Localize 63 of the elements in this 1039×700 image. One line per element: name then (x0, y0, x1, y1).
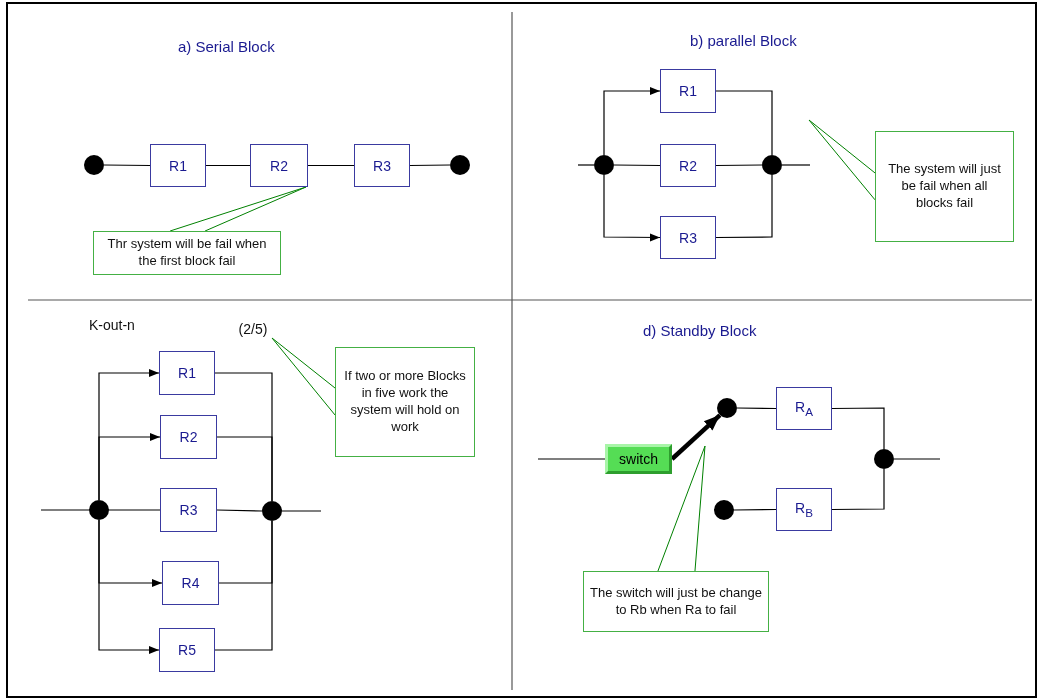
connector-line (108, 509, 161, 511)
connector-line (281, 510, 322, 512)
switch-block: switch (605, 444, 672, 474)
arrow (603, 174, 661, 242)
junction-dot (594, 155, 614, 175)
connector-line (205, 164, 251, 167)
connector-line (733, 508, 777, 511)
callout-box: Thr system will be fail when the first block fail (93, 231, 281, 275)
reliability-block: R1 (150, 144, 206, 187)
connector-line (715, 164, 763, 167)
callout-pointer (657, 445, 706, 572)
connector-line (613, 164, 661, 167)
reliability-block: R3 (660, 216, 716, 259)
callout-pointer (169, 186, 307, 232)
arrow (603, 87, 661, 156)
reliability-block: R$_{A}$ (776, 387, 832, 430)
callout-box: The system will just be fail when all blocks fail (875, 131, 1014, 242)
reliability-block: R$_{B}$ (776, 488, 832, 531)
connector-line (831, 407, 885, 450)
connector-line (781, 164, 811, 166)
connector-line (715, 174, 773, 239)
junction-dot (762, 155, 782, 175)
reliability-block: R4 (162, 561, 219, 605)
junction-dot (717, 398, 737, 418)
connector-line (40, 509, 90, 511)
connector-line (537, 458, 606, 460)
connector-line (216, 436, 273, 502)
connector-line (715, 90, 773, 156)
connector-line (103, 164, 151, 167)
connector-line (307, 164, 355, 167)
reliability-block: R2 (160, 415, 217, 459)
callout-box: If two or more Blocks in five work the system will hold on work (335, 347, 475, 457)
reliability-block: R1 (159, 351, 215, 395)
callout-box: The switch will just be change to Rb when Ra to fail (583, 571, 769, 632)
reliability-block: R1 (660, 69, 716, 113)
section-label: K-out-n (89, 317, 135, 333)
connector-line (577, 164, 595, 166)
junction-dot (262, 501, 282, 521)
section-title: d) Standby Block (643, 322, 757, 339)
reliability-block: R2 (660, 144, 716, 187)
callout-pointer (271, 337, 336, 416)
junction-dot (84, 155, 104, 175)
ratio-text: (2/5) (234, 319, 272, 338)
section-title: a) Serial Block (178, 38, 275, 55)
arrow (98, 519, 160, 654)
section-title: b) parallel Block (690, 32, 797, 49)
reliability-block: R2 (250, 144, 308, 187)
junction-dot (874, 449, 894, 469)
connector-line (409, 164, 451, 167)
connector-line (214, 520, 273, 651)
reliability-block: R5 (159, 628, 215, 672)
connector-line (736, 407, 777, 410)
junction-dot (450, 155, 470, 175)
switch-arrow (670, 413, 722, 461)
connector-line (216, 509, 263, 512)
junction-dot (89, 500, 109, 520)
arrow (98, 433, 161, 501)
junction-dot (714, 500, 734, 520)
connector-line (893, 458, 941, 460)
callout-pointer (808, 119, 876, 201)
reliability-block: R3 (160, 488, 217, 532)
connector-line (831, 468, 885, 511)
reliability-block: R3 (354, 144, 410, 187)
